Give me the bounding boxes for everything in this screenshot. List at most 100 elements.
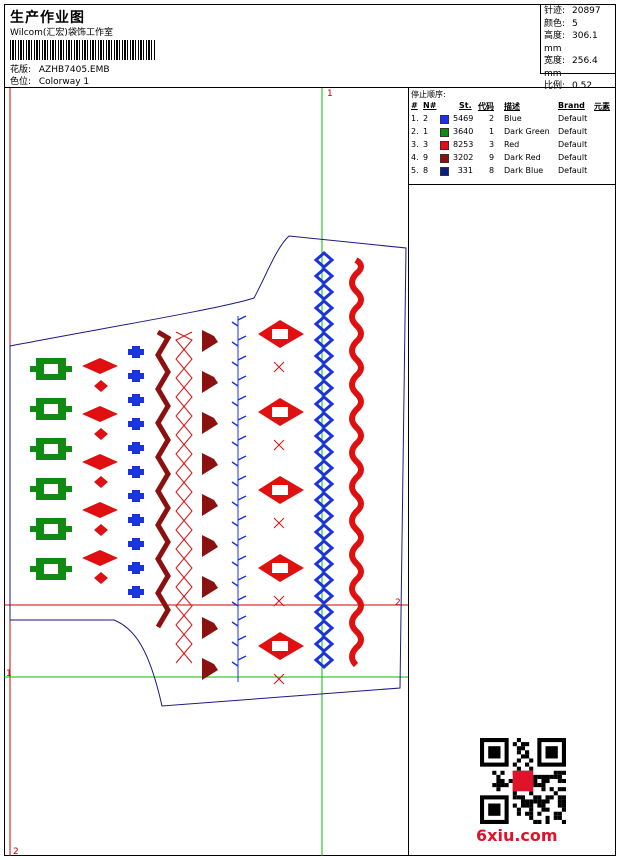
blue-chain-link xyxy=(313,267,335,285)
red-diamond xyxy=(94,428,108,440)
row-brand: Default xyxy=(558,166,588,175)
row-stitches: 3202 xyxy=(453,153,474,162)
blue-chain-link xyxy=(313,651,335,669)
blue-chain-link xyxy=(313,299,335,317)
row-needle: 1 xyxy=(423,127,429,136)
blue-fern-leaf xyxy=(231,455,247,467)
dark-red-zigzag xyxy=(155,329,172,629)
red-x-chain xyxy=(175,331,193,664)
blue-chain-link xyxy=(313,571,335,589)
red-arrow-motif xyxy=(82,406,118,422)
row-brand: Default xyxy=(558,140,588,149)
header: 生产作业图 Wilcom(汇宏)袋饰工作室 花版: AZHB7405.EMB 色… xyxy=(4,4,616,91)
col-code: 代码 xyxy=(478,102,494,111)
guide-label-top: 1 xyxy=(327,89,333,99)
red-large-motif-center xyxy=(272,641,288,651)
blue-chain-link xyxy=(313,587,335,605)
row-index: 2. xyxy=(411,127,419,136)
green-motif-dot xyxy=(30,526,36,532)
blue-chain-link xyxy=(313,427,335,445)
row-desc: Dark Red xyxy=(504,153,541,162)
design-canvas: 1 2 1 2 xyxy=(4,88,408,856)
red-diamond xyxy=(94,524,108,536)
stat-colors: 颜色:5 xyxy=(544,18,578,29)
blue-chain-link xyxy=(313,443,335,461)
qr-code-icon[interactable] xyxy=(480,738,566,824)
green-motif-dot xyxy=(30,366,36,372)
dark-red-heart xyxy=(202,617,218,639)
red-small-x xyxy=(273,517,285,529)
blue-chain-link xyxy=(313,539,335,557)
design-value: AZHB7405.EMB xyxy=(38,65,110,75)
green-motif-gap xyxy=(44,404,58,414)
blue-chain-link xyxy=(313,491,335,509)
blue-chain-link xyxy=(313,395,335,413)
red-x-chain xyxy=(175,331,193,664)
blue-fern-leaf xyxy=(231,535,247,547)
red-large-motif-center xyxy=(272,563,288,573)
row-index: 1. xyxy=(411,114,419,123)
blue-cross xyxy=(128,445,144,451)
row-desc: Blue xyxy=(504,114,522,123)
green-motif-gap xyxy=(44,564,58,574)
blue-chain-link xyxy=(313,251,335,269)
red-large-motif-center xyxy=(272,407,288,417)
red-diamond xyxy=(94,572,108,584)
blue-fern-leaf xyxy=(231,375,247,387)
red-small-x xyxy=(273,595,285,607)
red-small-x xyxy=(273,361,285,373)
row-index: 4. xyxy=(411,153,419,162)
row-desc: Dark Blue xyxy=(504,166,544,175)
blue-cross xyxy=(128,517,144,523)
col-brand: Brand xyxy=(558,101,585,110)
green-motif-dot xyxy=(66,566,72,572)
row-stitches: 331 xyxy=(457,166,473,175)
col-number: N# xyxy=(423,101,437,110)
row-code: 3 xyxy=(489,140,495,149)
red-diamond xyxy=(94,476,108,488)
column-divider xyxy=(408,88,409,856)
guide-label-right: 2 xyxy=(395,598,401,608)
red-wave xyxy=(349,257,364,668)
row-needle: 9 xyxy=(423,153,429,162)
red-arrow-motif xyxy=(82,550,118,566)
red-large-motif-center xyxy=(272,329,288,339)
table-header: # N# St. 代码 描述 Brand 元素 xyxy=(409,101,617,113)
blue-cross xyxy=(128,349,144,355)
guide-label-left: 1 xyxy=(6,669,12,679)
dark-red-heart xyxy=(202,494,218,516)
dark-red-heart xyxy=(202,371,218,393)
blue-chain-link xyxy=(313,379,335,397)
row-stitches: 3640 xyxy=(453,127,474,136)
company-name: Wilcom(汇宏)袋饰工作室 xyxy=(10,28,113,38)
blue-fern-leaf xyxy=(231,335,247,347)
stat-width: 宽度:256.4 mm xyxy=(544,56,598,79)
design-row: 花版: AZHB7405.EMB xyxy=(10,62,110,75)
blue-chain-link xyxy=(313,507,335,525)
red-large-motif-center xyxy=(272,485,288,495)
table-caption: 停止顺序: xyxy=(411,90,446,99)
blue-cross xyxy=(128,589,144,595)
row-desc: Red xyxy=(504,140,520,149)
blue-chain-link xyxy=(313,619,335,637)
blue-fern-leaf xyxy=(231,655,247,667)
row-code: 2 xyxy=(489,114,495,123)
blue-cross xyxy=(128,565,144,571)
guide-label-bottom: 2 xyxy=(13,847,19,856)
green-motif-dot xyxy=(66,486,72,492)
row-stitches: 5469 xyxy=(453,114,474,123)
row-code: 1 xyxy=(489,127,495,136)
blue-fern-leaf xyxy=(231,575,247,587)
green-motif-gap xyxy=(44,364,58,374)
blue-chain-link xyxy=(313,603,335,621)
red-diamond xyxy=(94,380,108,392)
row-code: 8 xyxy=(489,166,495,175)
blue-cross xyxy=(128,373,144,379)
blue-cross xyxy=(128,541,144,547)
blue-chain-link xyxy=(313,635,335,653)
